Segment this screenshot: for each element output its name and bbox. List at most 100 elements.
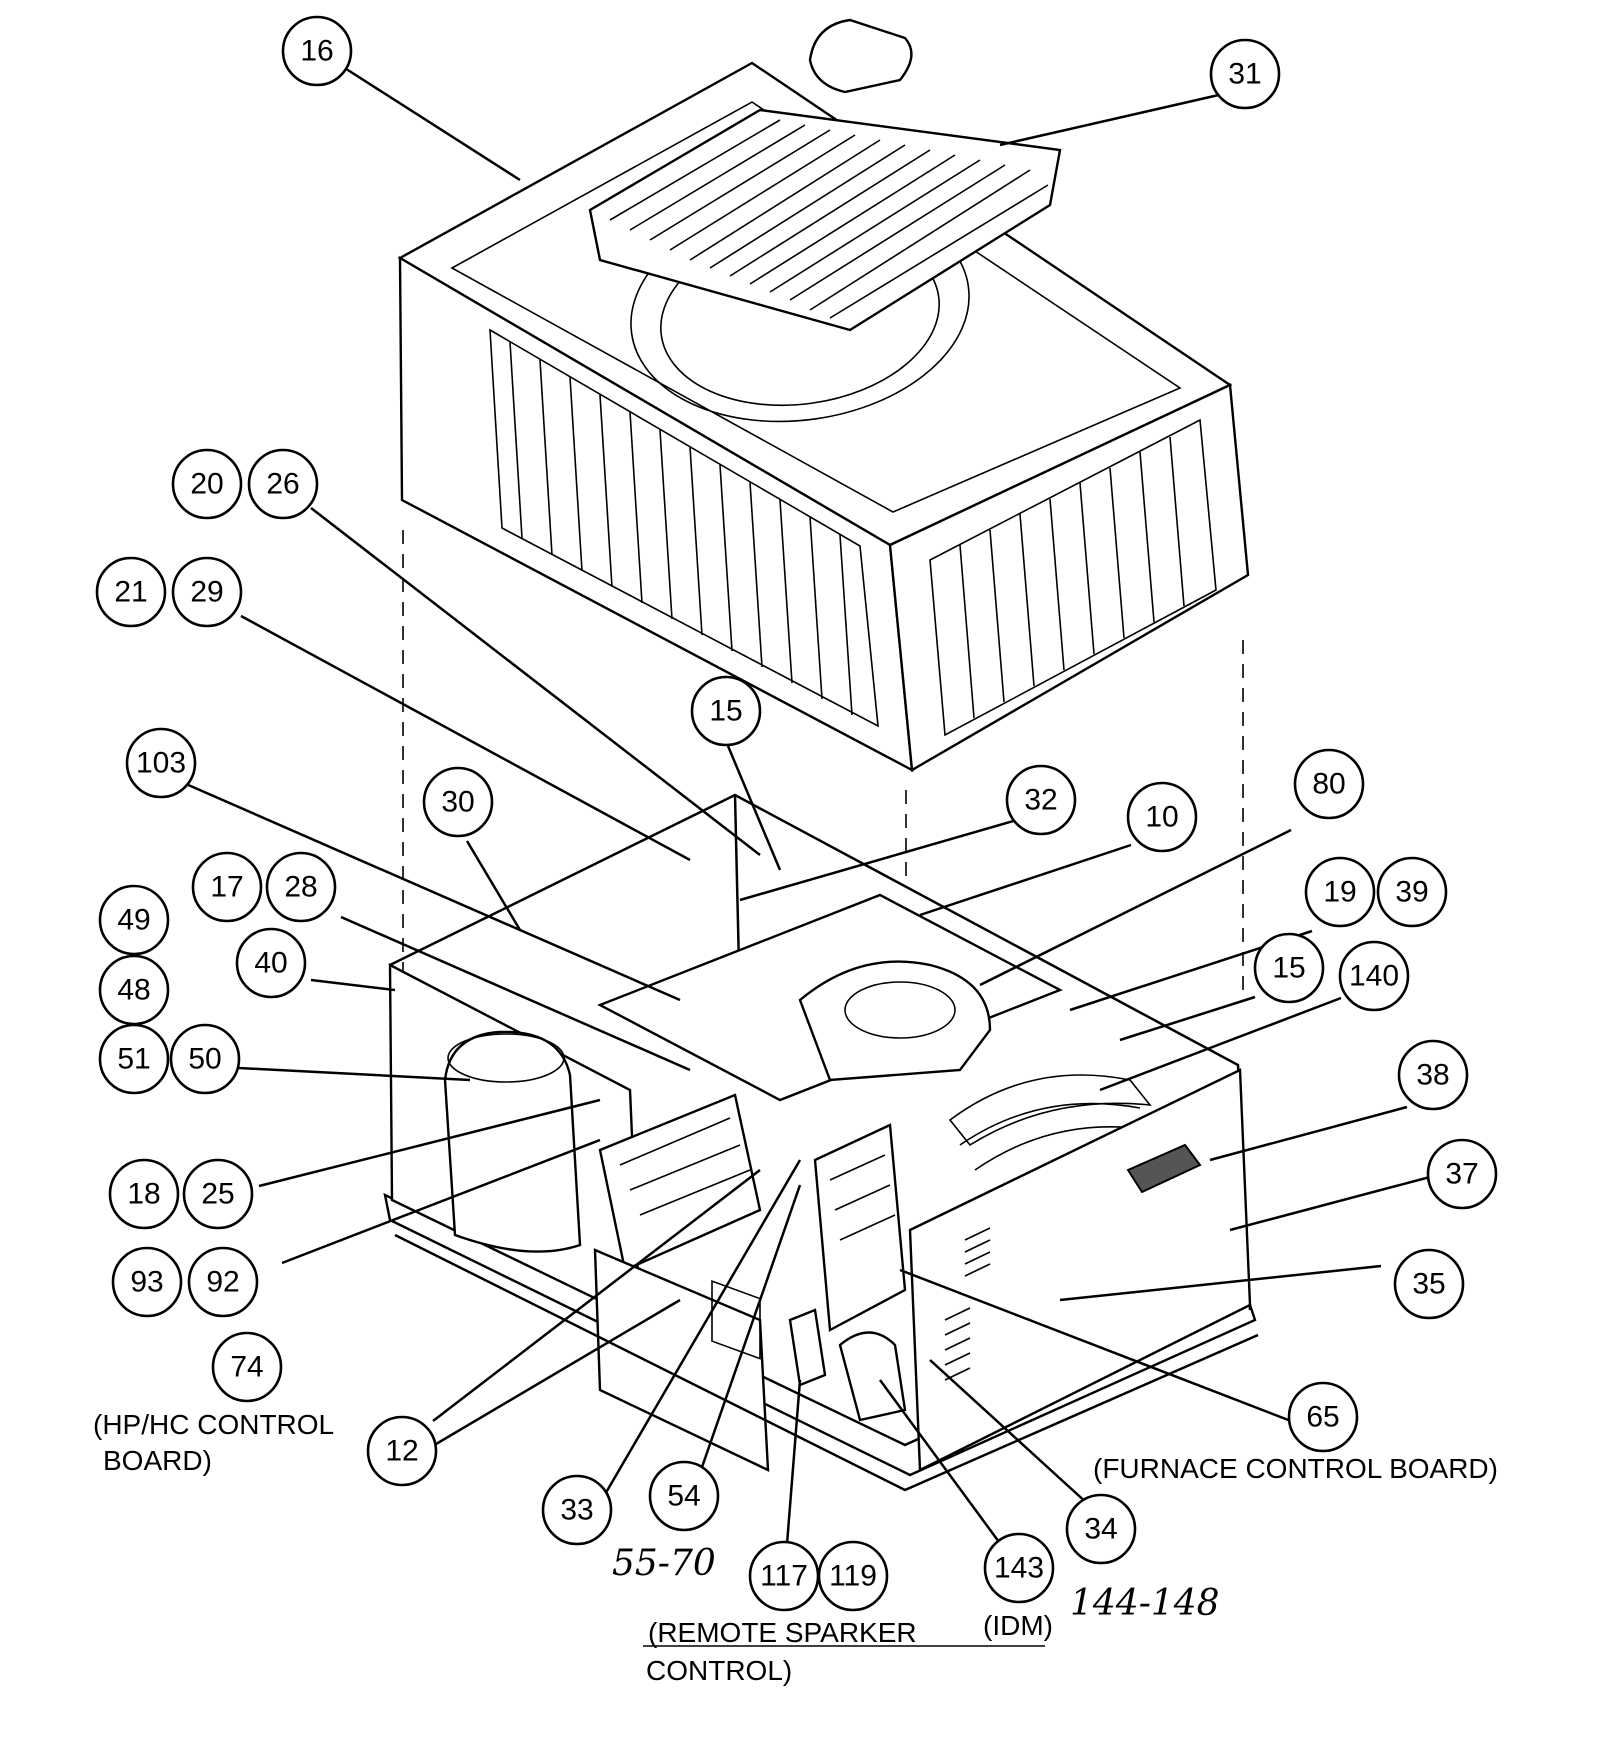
callout-65: 65 (1287, 1381, 1359, 1453)
svg-text:117: 117 (760, 1560, 808, 1593)
right-coil-grille (929, 418, 1217, 737)
svg-text:37: 37 (1445, 1158, 1478, 1191)
svg-text:25: 25 (201, 1178, 234, 1211)
svg-text:18: 18 (127, 1178, 160, 1211)
svg-text:80: 80 (1312, 768, 1345, 801)
callout-37: 37 (1426, 1138, 1498, 1210)
svg-text:15: 15 (709, 695, 742, 728)
callout-54: 54 (648, 1460, 720, 1532)
svg-text:31: 31 (1228, 58, 1261, 91)
furnace-control-board (813, 1123, 907, 1332)
callout-15-top: 15 (690, 675, 762, 747)
compressor-top (447, 1033, 565, 1083)
leader-lines (185, 63, 1431, 1545)
svg-text:140: 140 (1349, 960, 1399, 993)
left-coil-grille (489, 328, 879, 728)
handwritten-range-144-148: 144-148 (1070, 1583, 1220, 1624)
svg-text:29: 29 (190, 576, 223, 609)
svg-text:65: 65 (1306, 1401, 1339, 1434)
svg-text:92: 92 (206, 1266, 239, 1299)
callout-30: 30 (422, 766, 494, 838)
callout-92: 92 (187, 1246, 259, 1318)
inducer-motor (838, 1331, 907, 1422)
callout-25: 25 (182, 1158, 254, 1230)
callout-38: 38 (1397, 1039, 1469, 1111)
svg-text:12: 12 (385, 1435, 418, 1468)
remote-sparker-control (788, 1308, 827, 1387)
svg-text:35: 35 (1412, 1268, 1445, 1301)
callout-26: 26 (247, 448, 319, 520)
callout-103: 103 (125, 727, 197, 799)
svg-text:20: 20 (190, 468, 223, 501)
callout-28: 28 (265, 851, 337, 923)
svg-text:28: 28 (284, 871, 317, 904)
note-furnace-control-board: (FURNACE CONTROL BOARD) (1093, 1453, 1498, 1484)
callout-39: 39 (1376, 856, 1448, 928)
compressor (443, 1030, 582, 1253)
svg-text:21: 21 (114, 576, 147, 609)
fan-grille (588, 108, 1062, 332)
top-panel-inner (450, 101, 1182, 513)
fan-motor-cap (808, 18, 913, 94)
callout-18: 18 (108, 1158, 180, 1230)
svg-text:119: 119 (829, 1560, 877, 1593)
callout-34: 34 (1065, 1493, 1137, 1565)
access-panel-louvers (944, 1227, 991, 1381)
callout-119: 119 (817, 1540, 889, 1612)
alignment-lines (402, 530, 1244, 1050)
note-hp-hc-line1: (HP/HC CONTROL (93, 1409, 334, 1440)
blower-housing (798, 960, 992, 1082)
svg-text:39: 39 (1395, 876, 1428, 909)
rating-label-plate (1126, 1143, 1202, 1194)
svg-text:30: 30 (441, 786, 474, 819)
callout-19: 19 (1304, 856, 1376, 928)
callout-32: 32 (1005, 764, 1077, 836)
svg-text:38: 38 (1416, 1059, 1449, 1092)
svg-text:34: 34 (1084, 1513, 1117, 1546)
svg-text:143: 143 (994, 1552, 1044, 1585)
callout-80: 80 (1293, 748, 1365, 820)
callout-31: 31 (1209, 38, 1281, 110)
svg-text:93: 93 (130, 1266, 163, 1299)
callout-35: 35 (1393, 1248, 1465, 1320)
callout-93: 93 (111, 1246, 183, 1318)
svg-text:50: 50 (188, 1043, 221, 1076)
svg-text:51: 51 (117, 1043, 150, 1076)
svg-text:103: 103 (136, 747, 186, 780)
callout-117: 117 (748, 1540, 820, 1612)
callout-143: 143 (983, 1532, 1055, 1604)
svg-text:74: 74 (230, 1351, 263, 1384)
svg-text:49: 49 (117, 904, 150, 937)
right-side-panel (888, 383, 1250, 772)
callout-15-right: 15 (1253, 932, 1325, 1004)
svg-text:10: 10 (1145, 801, 1178, 834)
handwritten-range-55-70: 55-70 (612, 1543, 716, 1584)
svg-text:26: 26 (266, 468, 299, 501)
callout-49: 49 (98, 884, 170, 956)
callout-12: 12 (366, 1415, 438, 1487)
blower-wheel (844, 981, 956, 1039)
callout-20: 20 (171, 448, 243, 520)
callout-140: 140 (1338, 940, 1410, 1012)
svg-text:40: 40 (254, 947, 287, 980)
svg-text:54: 54 (667, 1480, 700, 1513)
svg-text:19: 19 (1323, 876, 1356, 909)
svg-text:32: 32 (1024, 784, 1057, 817)
callout-51: 51 (98, 1023, 170, 1095)
callout-50: 50 (169, 1023, 241, 1095)
callout-48: 48 (98, 954, 170, 1026)
callout-21: 21 (95, 556, 167, 628)
callout-16: 16 (281, 15, 353, 87)
note-idm: (IDM) (983, 1610, 1053, 1641)
front-lower-panel (593, 1248, 770, 1472)
hp-hc-control-board (598, 1093, 762, 1272)
note-remote-sparker-line1: (REMOTE SPARKER (648, 1617, 917, 1648)
callout-17: 17 (191, 851, 263, 923)
callout-10: 10 (1126, 781, 1198, 853)
note-remote-sparker-line2: CONTROL) (646, 1655, 792, 1686)
svg-text:16: 16 (300, 35, 333, 68)
svg-text:15: 15 (1272, 952, 1305, 985)
callout-33: 33 (541, 1474, 613, 1546)
